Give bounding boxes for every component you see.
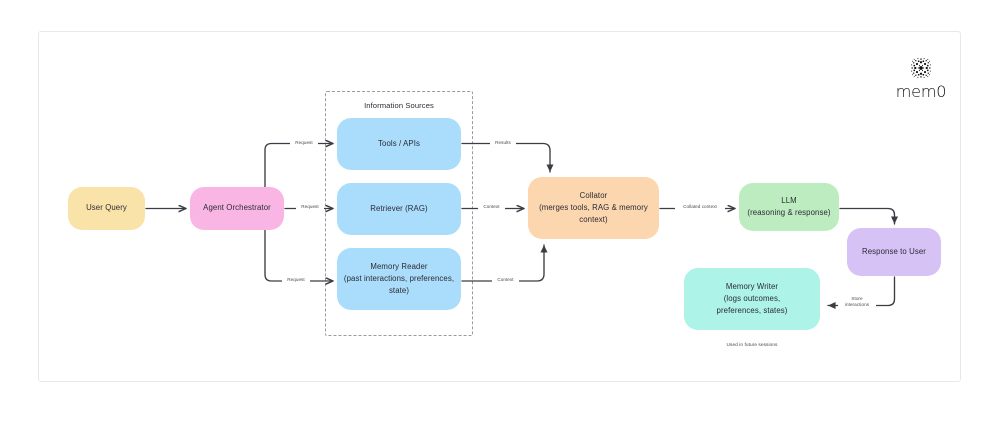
edge-label-context-memory: Context	[492, 277, 519, 284]
mem0-logo: mem0	[885, 55, 957, 113]
node-agent-orchestrator[interactable]: Agent Orchestrator	[190, 187, 284, 230]
node-user-query[interactable]: User Query	[68, 187, 145, 230]
footnote-used-in-future-sessions: Used in future sessions	[726, 343, 778, 348]
node-user-query-label: User Query	[86, 203, 127, 213]
information-sources-group	[325, 91, 473, 336]
edge-label-store-interactions: Store interactions	[838, 296, 876, 309]
node-agent-orchestrator-label: Agent Orchestrator	[203, 203, 271, 213]
node-collator[interactable]: Collator (merges tools, RAG & memory con…	[528, 177, 659, 239]
node-memory-writer[interactable]: Memory Writer (logs outcomes, preference…	[684, 268, 820, 330]
node-retriever-rag-label: Retriever (RAG)	[370, 203, 428, 213]
edge-label-request-retriever: Request	[296, 204, 324, 211]
mem0-dots-logo-icon	[911, 58, 931, 78]
edge-label-request-tools: Request	[290, 140, 318, 147]
node-response-to-user-label: Response to User	[861, 246, 926, 256]
edge-label-context-retriever: Context	[478, 204, 505, 211]
edge-label-request-memory: Request	[282, 277, 310, 284]
node-tools-apis[interactable]: Tools / APIs	[337, 118, 461, 170]
node-memory-reader[interactable]: Memory Reader (past interactions, prefer…	[337, 248, 461, 310]
node-response-to-user[interactable]: Response to User	[847, 228, 941, 276]
node-llm[interactable]: LLM (reasoning & response)	[739, 183, 839, 231]
node-tools-apis-label: Tools / APIs	[378, 138, 420, 148]
information-sources-group-label: Information Sources	[364, 101, 434, 110]
node-retriever-rag[interactable]: Retriever (RAG)	[337, 183, 461, 235]
node-llm-label: LLM (reasoning & response)	[747, 195, 831, 217]
mem0-wordmark: mem0	[895, 82, 947, 101]
node-memory-writer-label: Memory Writer (logs outcomes, preference…	[716, 281, 788, 316]
edge-label-collated-context: Collated context	[675, 204, 725, 211]
node-collator-label: Collator (merges tools, RAG & memory con…	[539, 190, 648, 225]
node-memory-reader-label: Memory Reader (past interactions, prefer…	[343, 261, 455, 296]
edge-label-results: Results	[490, 140, 516, 147]
